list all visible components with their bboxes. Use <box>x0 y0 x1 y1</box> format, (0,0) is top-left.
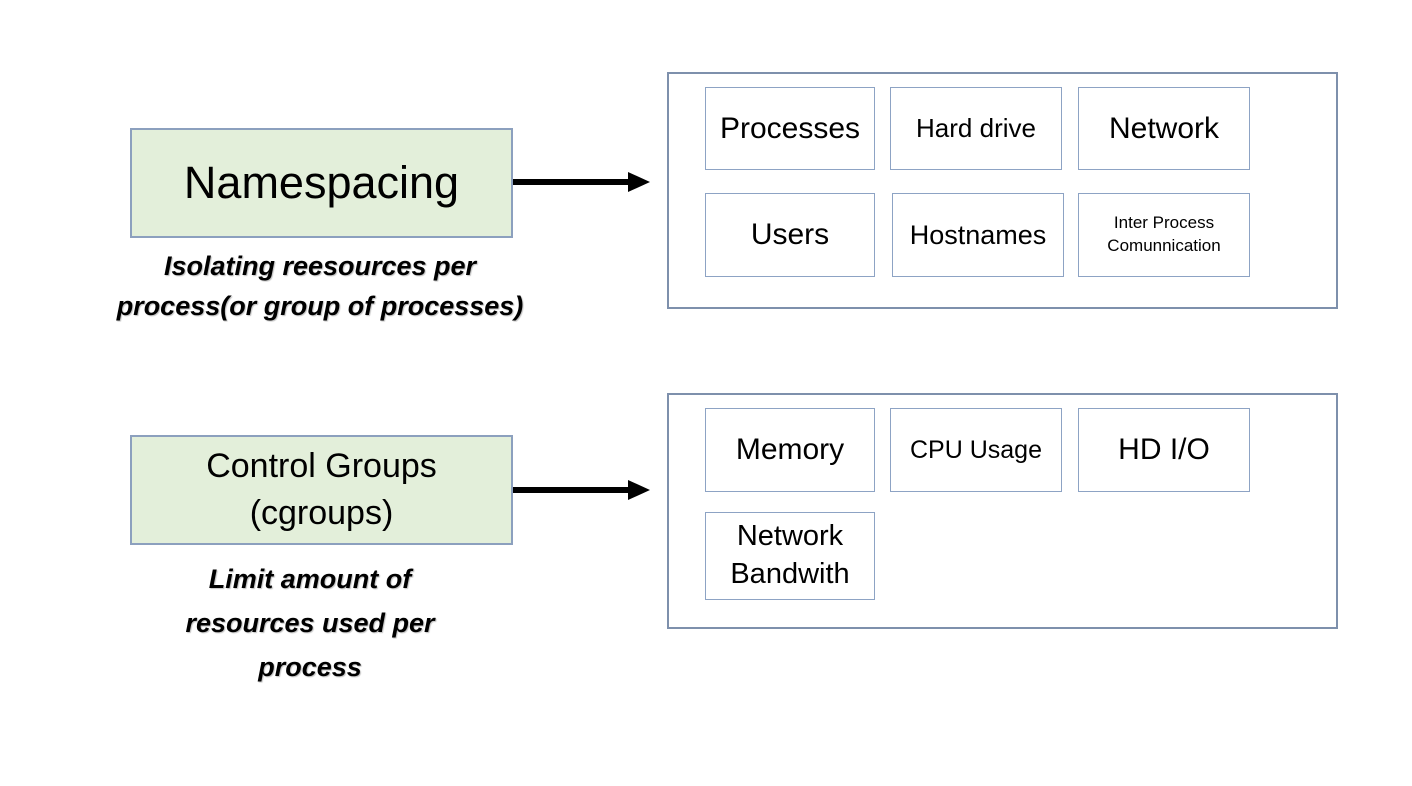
item-box-hostnames: Hostnames <box>892 193 1064 277</box>
item-box-inter-process-communication: Inter Process Comunnication <box>1078 193 1250 277</box>
item-box-memory: Memory <box>705 408 875 492</box>
item-label: Network Bandwith <box>730 520 850 590</box>
item-box-cpu-usage: CPU Usage <box>890 408 1062 492</box>
namespacing-caption-line-1: Isolating reesources per <box>163 251 477 281</box>
control-groups-concept-box: Control Groups (cgroups) <box>130 435 513 545</box>
item-label: Users <box>750 218 830 251</box>
item-box-hd-io: HD I/O <box>1078 408 1250 492</box>
item-box-hard-drive: Hard drive <box>890 87 1062 170</box>
namespacing-caption-line-2: process(or group of processes) <box>116 291 524 321</box>
namespacing-concept-box: Namespacing <box>130 128 513 238</box>
item-label: Memory <box>735 433 845 466</box>
arrow-shaft <box>513 179 630 185</box>
control-groups-caption-line-2: resources used per <box>185 608 435 638</box>
control-groups-title-line-1: Control Groups <box>206 447 437 485</box>
item-label: HD I/O <box>1118 433 1210 466</box>
item-box-processes: Processes <box>705 87 875 170</box>
item-label: Network <box>1108 111 1220 145</box>
arrow-head-icon <box>628 172 650 192</box>
item-label: Hard drive <box>916 113 1036 143</box>
arrow-head-icon <box>628 480 650 500</box>
item-box-users: Users <box>705 193 875 277</box>
item-label: Hostnames <box>909 219 1047 250</box>
namespacing-arrow <box>513 172 650 192</box>
namespacing-title: Namespacing <box>183 157 460 208</box>
control-groups-caption: Limit amount of resources used per proce… <box>85 557 535 689</box>
item-label: Inter Process Comunnication <box>1107 213 1221 255</box>
control-groups-caption-line-3: process <box>258 652 362 682</box>
item-box-network: Network <box>1078 87 1250 170</box>
item-label: CPU Usage <box>910 435 1042 464</box>
item-box-network-bandwidth: Network Bandwith <box>705 512 875 600</box>
namespacing-caption: Isolating reesources per process(or grou… <box>60 246 580 326</box>
arrow-shaft <box>513 487 630 493</box>
control-groups-arrow <box>513 480 650 500</box>
item-label: Processes <box>719 111 861 145</box>
control-groups-title-line-2: (cgroups) <box>249 494 394 532</box>
control-groups-caption-line-1: Limit amount of <box>208 564 412 594</box>
